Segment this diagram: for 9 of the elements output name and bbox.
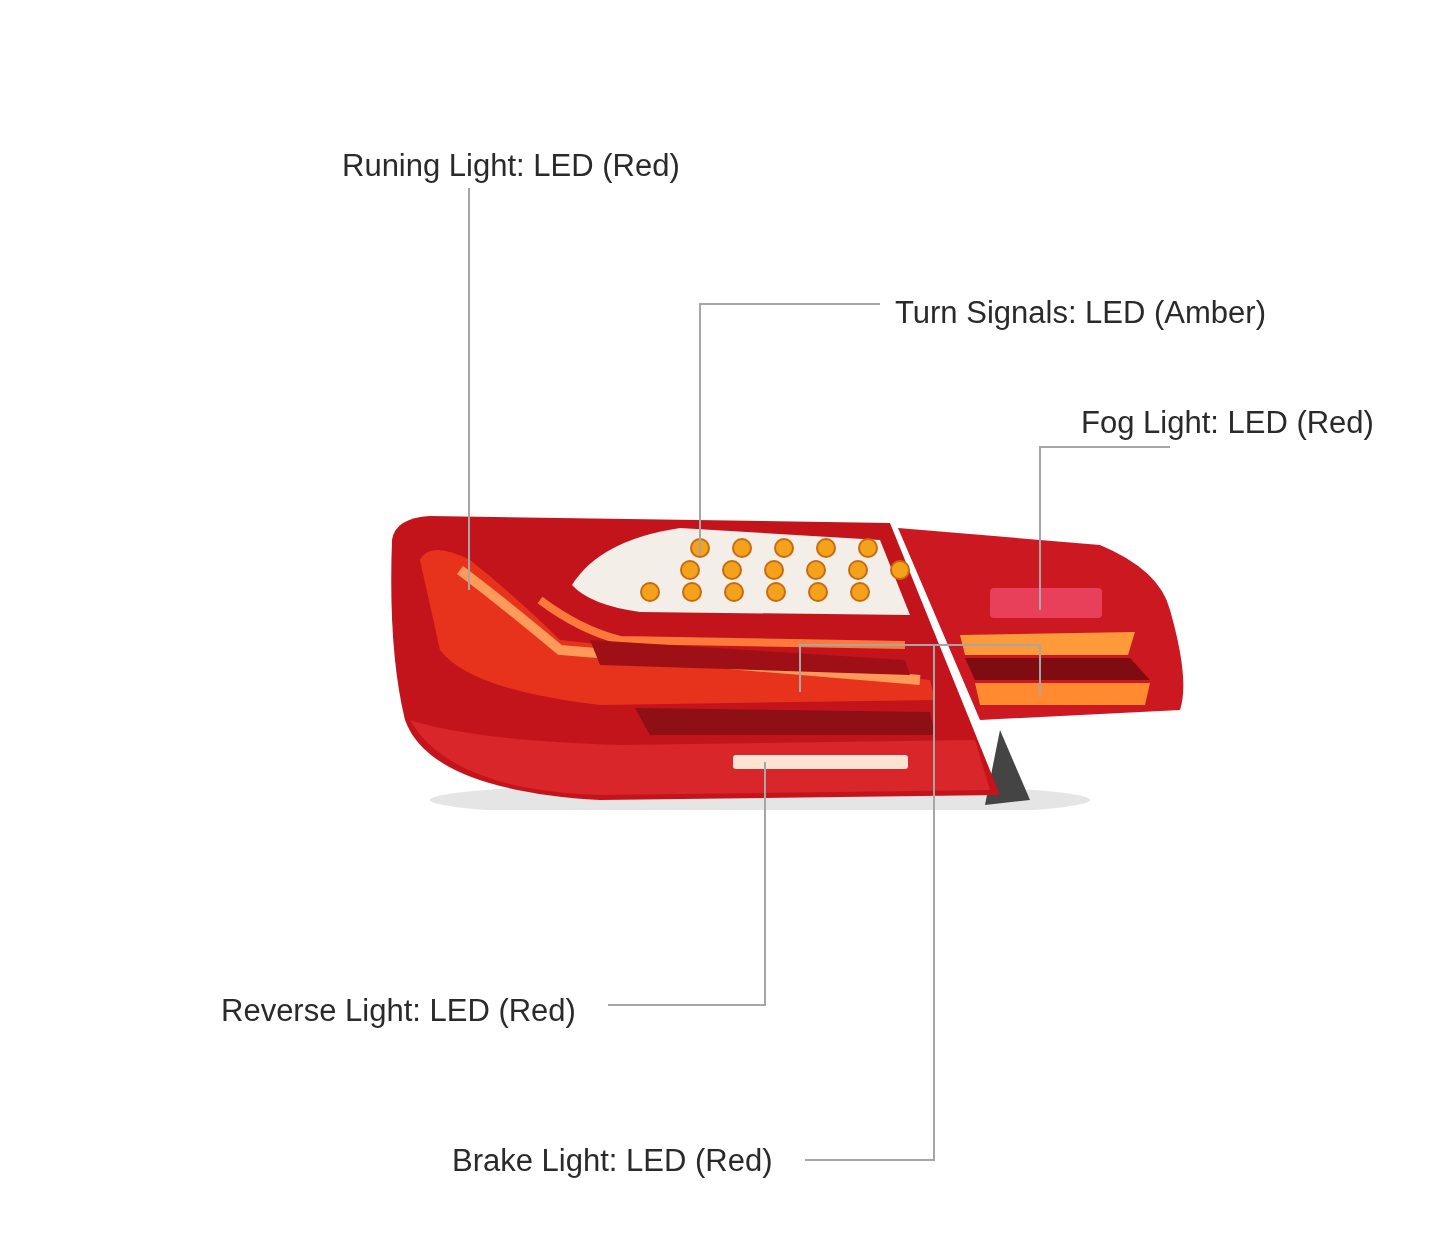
leader-line xyxy=(607,761,766,1006)
leader-line xyxy=(1039,446,1171,611)
callout-label: Turn Signals: LED (Amber) xyxy=(895,294,1266,332)
callout-label: Brake Light: LED (Red) xyxy=(452,1142,773,1180)
callout-label: Fog Light: LED (Red) xyxy=(1081,404,1374,442)
leader-line xyxy=(699,303,881,556)
callout-label: Reverse Light: LED (Red) xyxy=(221,992,576,1030)
callout-label: Runing Light: LED (Red) xyxy=(342,147,680,185)
leader-line xyxy=(468,187,470,591)
